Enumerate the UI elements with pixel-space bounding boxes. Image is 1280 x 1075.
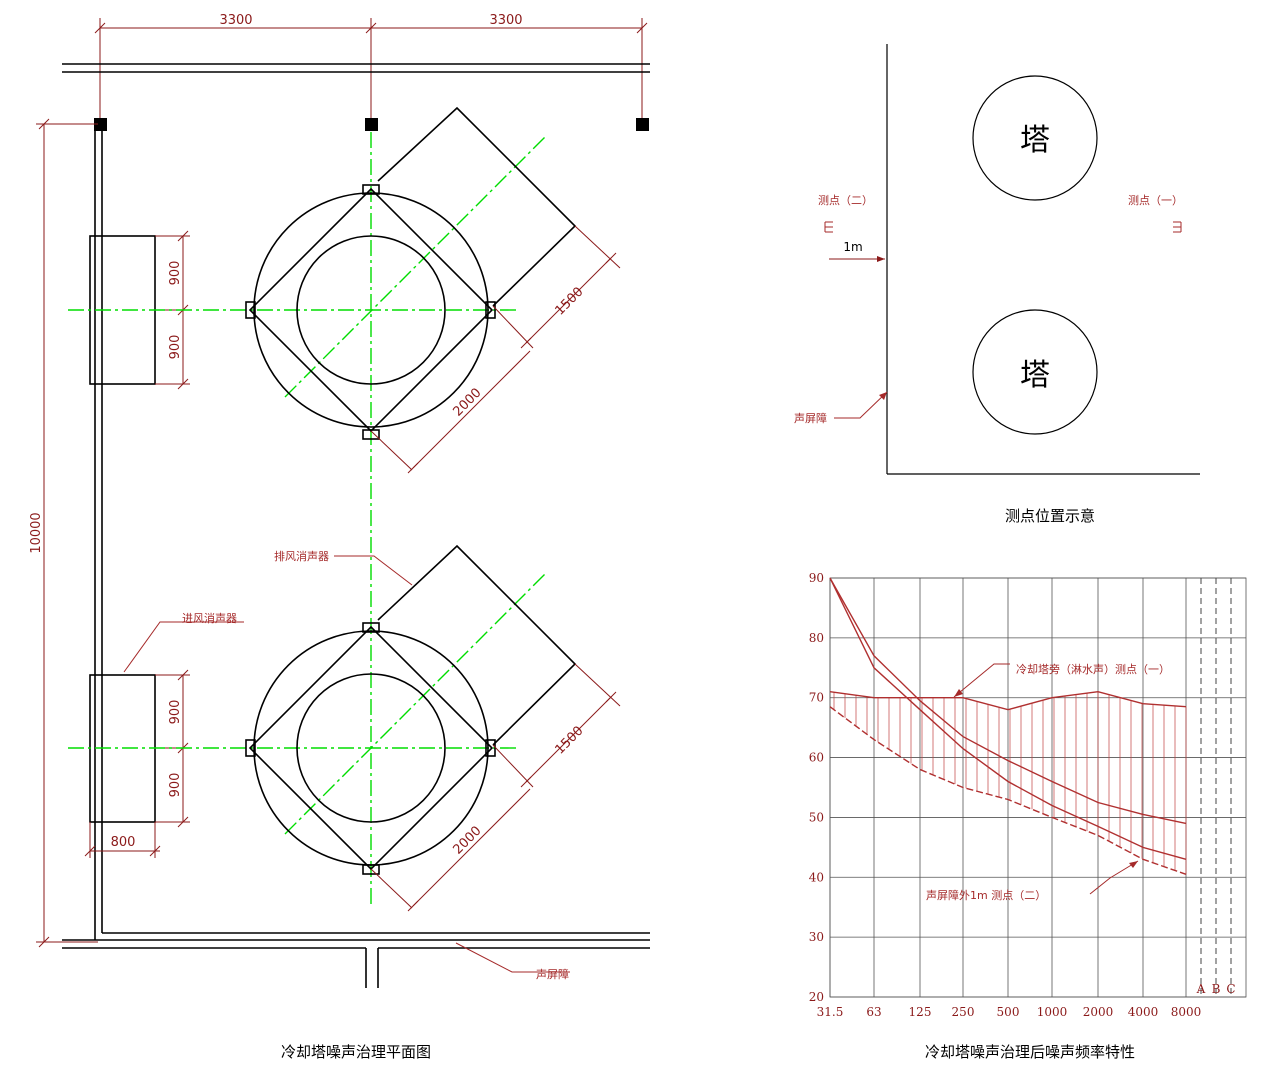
annotation-lower: 声屏障外1m 测点（二） (926, 888, 1046, 902)
weighting-column-label: A (1196, 982, 1206, 996)
plan-view: 3300 3300 10000 (29, 13, 650, 1061)
y-tick-label: 60 (809, 751, 824, 765)
cooling-tower-lower: 1500 2000 (68, 544, 621, 912)
x-tick-label: 4000 (1128, 1005, 1159, 1019)
dim-silencer-upper-a: 900 (168, 261, 183, 286)
reference-curve (829, 577, 1187, 825)
x-tick-label: 31.5 (817, 1005, 844, 1019)
chart-difference-hatch (833, 691, 1187, 875)
y-tick-label: 90 (809, 571, 824, 585)
column-marker (94, 118, 107, 131)
point-two-marker (824, 221, 833, 233)
tower-label-upper: 塔 (1020, 123, 1050, 158)
dim-silencer-lower-a: 900 (168, 700, 183, 725)
dim-duct-lower-width: 1500 (553, 724, 587, 758)
location-caption: 测点位置示意 (1005, 507, 1095, 525)
dim-height-total: 10000 (29, 512, 44, 553)
label-intake-silencer: 进风消声器 (182, 611, 237, 625)
reference-curve (829, 577, 1187, 860)
y-tick-label: 80 (809, 631, 824, 645)
x-tick-label: 250 (952, 1005, 975, 1019)
point-two-label: 测点（二） (818, 194, 873, 207)
top-dimension: 3300 3300 (94, 13, 648, 120)
tower-circle-upper (972, 75, 1098, 201)
barrier-label-location: 声屏障 (794, 411, 827, 425)
dim-duct-upper-width: 1500 (553, 285, 587, 319)
series-point-one (829, 690, 1187, 711)
dim-top-left: 3300 (219, 13, 252, 28)
intake-silencer-lower: 900 900 800 (84, 669, 190, 858)
point-one-label: 测点（一） (1128, 194, 1183, 207)
tower-circle-lower (972, 309, 1098, 435)
series-point-two (829, 706, 1187, 875)
height-dimension: 10000 (29, 118, 98, 948)
x-tick-label: 2000 (1083, 1005, 1114, 1019)
dim-silencer-lower-b: 900 (168, 773, 183, 798)
bottom-barrier-wall (62, 932, 650, 988)
location-diagram: 塔 塔 测点（二） 测点（一） 1m 声屏障 测点位置示意 (794, 44, 1200, 525)
cooling-tower-upper: 1500 2000 (68, 106, 621, 474)
chart-grid (829, 577, 1247, 998)
x-tick-label: 8000 (1171, 1005, 1202, 1019)
annotation-upper: 冷却塔旁（淋水声）测点（一） (1016, 662, 1170, 676)
dim-top-right: 3300 (489, 13, 522, 28)
distance-label: 1m (843, 240, 862, 254)
dim-silencer-width: 800 (111, 835, 136, 850)
label-sound-barrier-plan: 声屏障 (536, 967, 569, 981)
chart-series (829, 577, 1187, 875)
x-tick-label: 1000 (1037, 1005, 1068, 1019)
y-tick-label: 40 (809, 870, 824, 884)
x-tick-label: 125 (909, 1005, 932, 1019)
weighting-column-label: B (1212, 982, 1221, 996)
dim-silencer-upper-b: 900 (168, 335, 183, 360)
tower-label-lower: 塔 (1020, 358, 1050, 393)
weighting-column-label: C (1226, 982, 1235, 996)
x-tick-label: 500 (997, 1005, 1020, 1019)
y-tick-label: 20 (809, 990, 824, 1004)
plan-caption: 冷却塔噪声治理平面图 (281, 1043, 431, 1061)
x-tick-label: 63 (866, 1005, 881, 1019)
point-one-marker (1173, 221, 1182, 233)
chart-title: 冷却塔噪声治理后噪声频率特性 (925, 1043, 1135, 1061)
y-tick-label: 30 (809, 930, 824, 944)
column-marker (365, 118, 378, 131)
label-exhaust-silencer: 排风消声器 (274, 549, 329, 563)
y-tick-label: 50 (809, 810, 824, 824)
column-marker (636, 118, 649, 131)
chart-frame (829, 577, 1247, 998)
y-tick-label: 70 (809, 691, 824, 705)
